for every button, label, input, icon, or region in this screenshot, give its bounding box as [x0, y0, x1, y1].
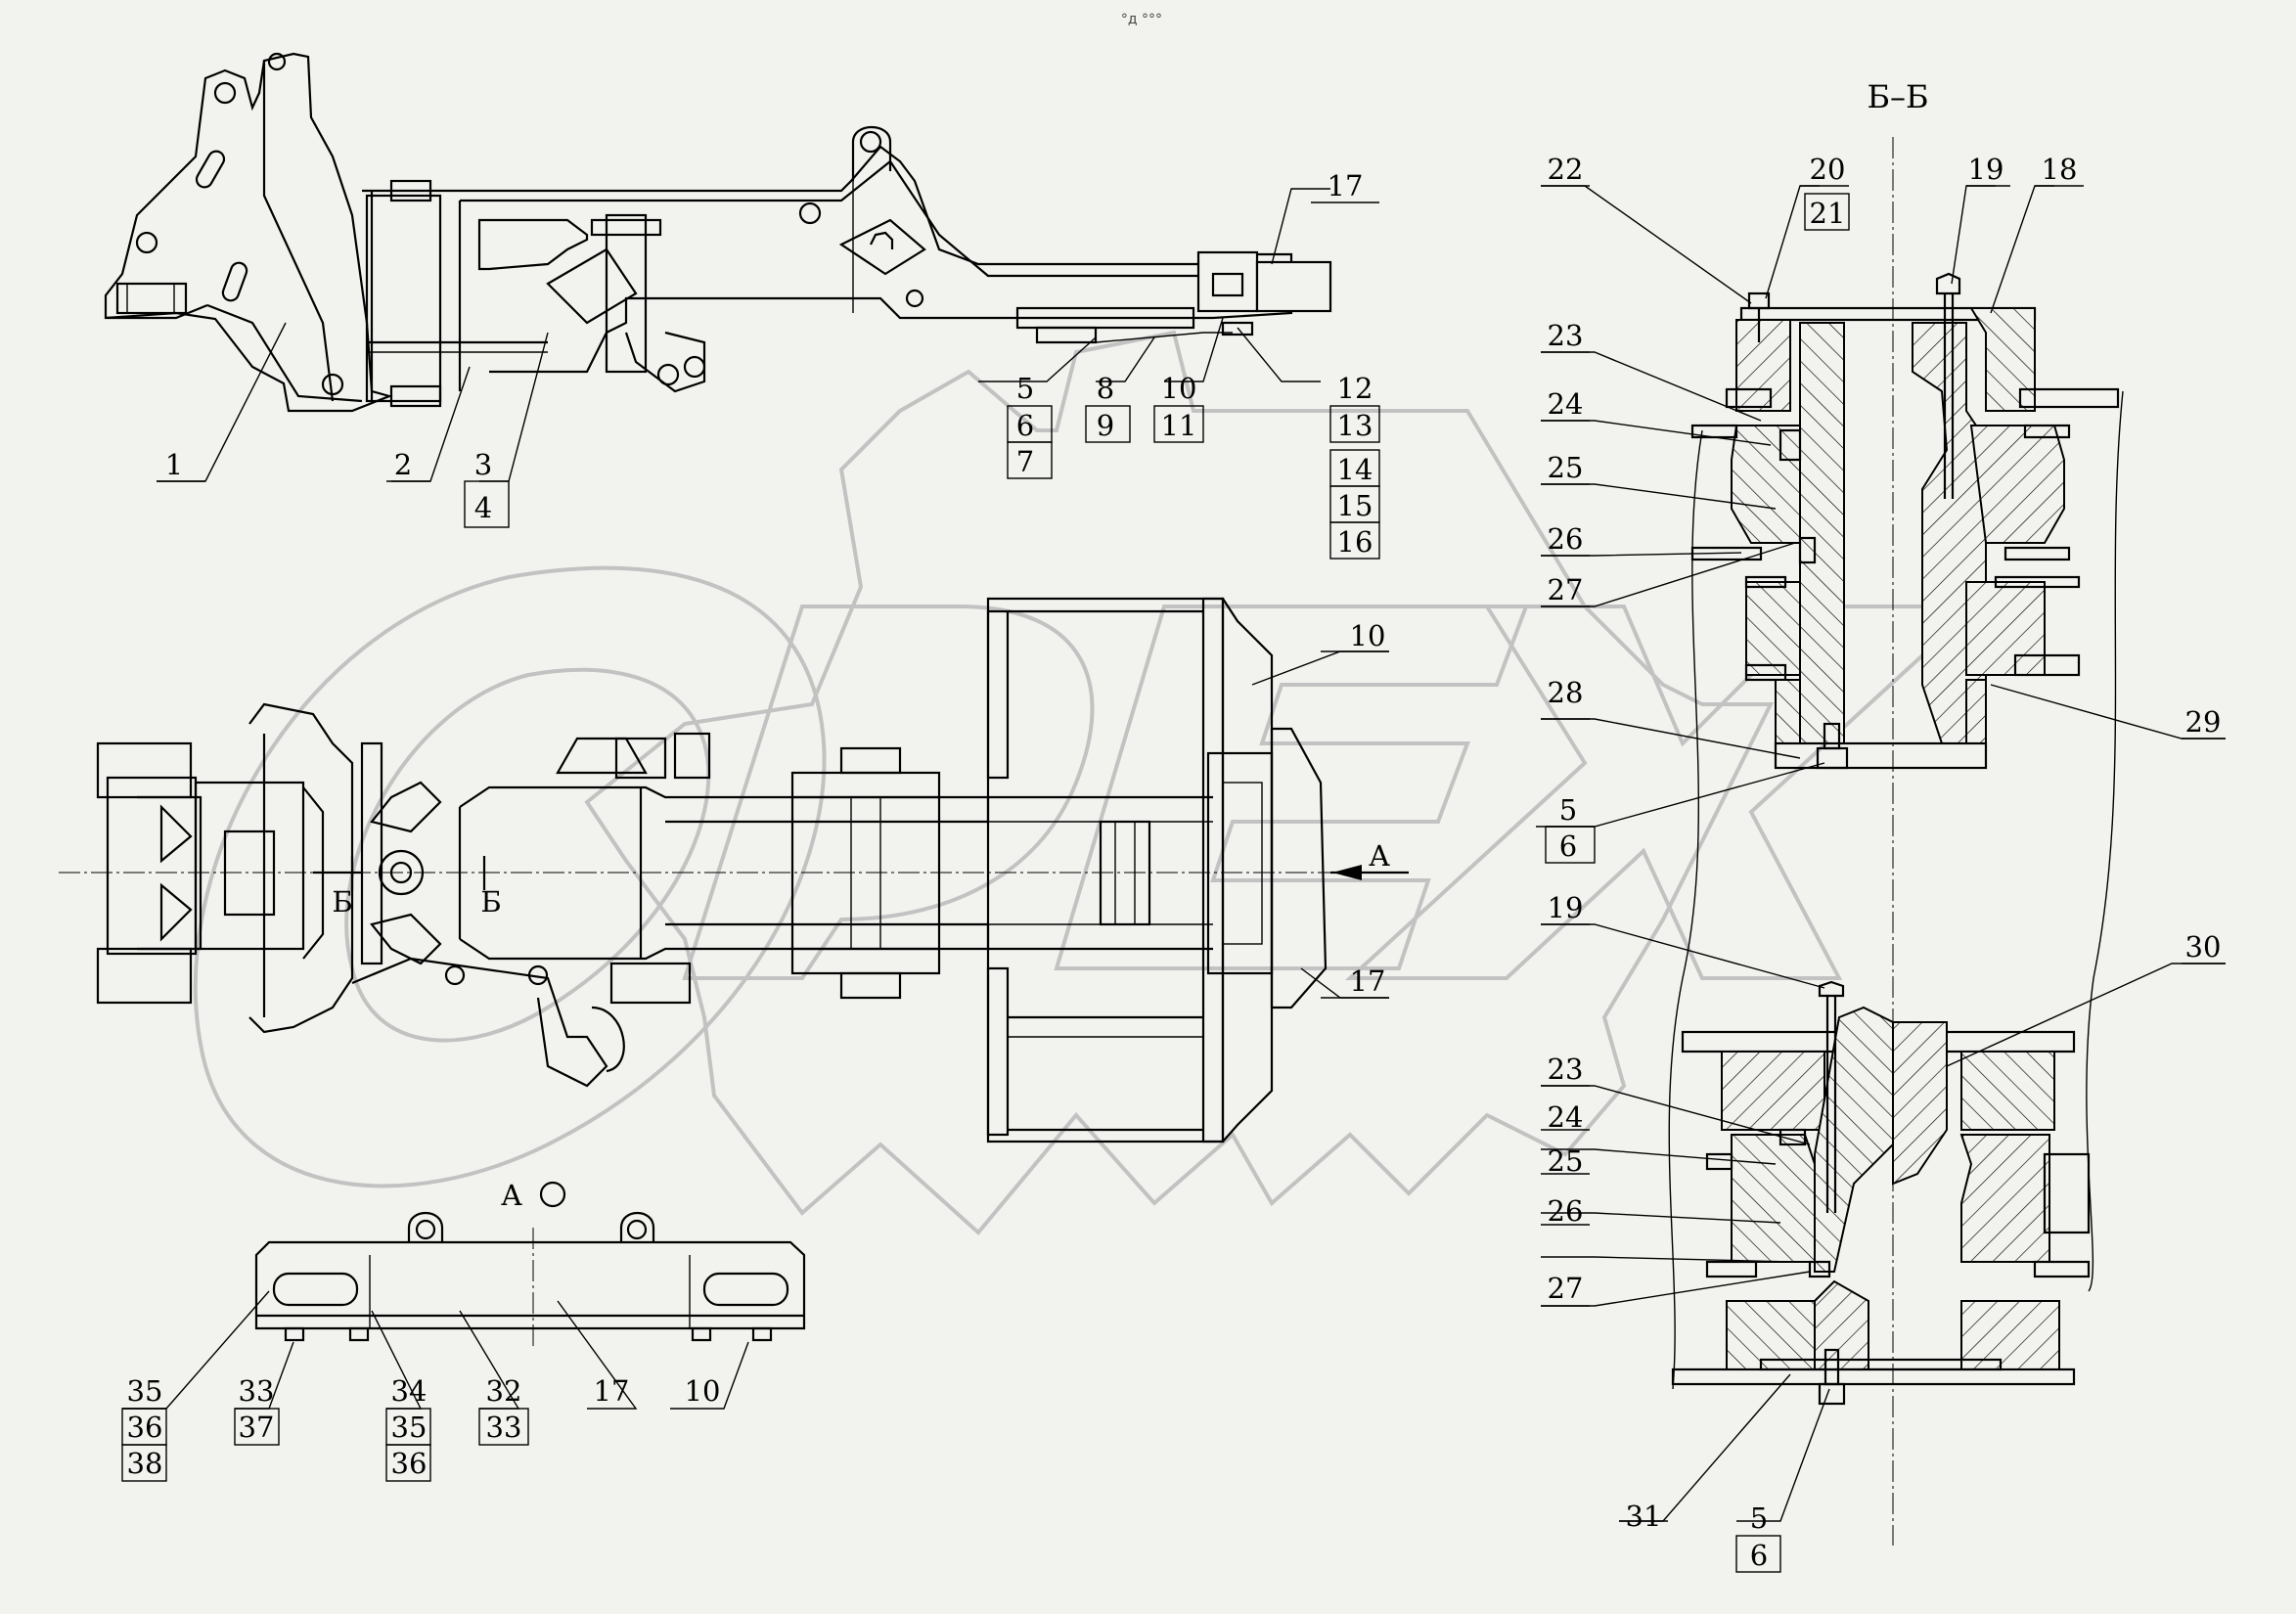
- sec-callout-23-bottom: 23: [1548, 1053, 1584, 1086]
- view-a-title: А: [501, 1179, 522, 1212]
- sec-callout-25-bottom: 25: [1548, 1144, 1584, 1178]
- sec-callout-31: 31: [1626, 1500, 1662, 1533]
- sec-callout-22: 22: [1548, 153, 1584, 186]
- plan-callout-10: 10: [1350, 619, 1386, 652]
- sec-callout-24-top: 24: [1548, 387, 1584, 421]
- sec-callout-26-top: 26: [1548, 522, 1584, 556]
- view-a-callout-10: 10: [685, 1374, 721, 1408]
- sec-callout-29: 29: [2185, 705, 2222, 739]
- sec-callout-27-bottom: 27: [1548, 1272, 1584, 1305]
- callout-15: 15: [1337, 489, 1373, 522]
- callout-1: 1: [165, 448, 183, 481]
- callout-16: 16: [1337, 525, 1373, 559]
- callout-2: 2: [394, 448, 412, 481]
- watermark: [193, 330, 1982, 1235]
- sec-callout-19-top: 19: [1968, 153, 2004, 186]
- section-callouts: 22 20 21 19 18 23 24 25 26 27 28 29 5 6 …: [1541, 153, 2226, 1573]
- sec-callout-25-top: 25: [1548, 451, 1584, 484]
- sec-callout-21: 21: [1810, 197, 1846, 230]
- sec-callout-6-bottom: 6: [1750, 1539, 1768, 1572]
- callout-12: 12: [1337, 372, 1373, 405]
- sec-callout-24-bottom: 24: [1548, 1100, 1584, 1134]
- view-a-callout-38: 38: [127, 1447, 163, 1480]
- sec-callout-23-top: 23: [1548, 319, 1584, 352]
- sec-callout-5-bottom: 5: [1750, 1502, 1768, 1535]
- callout-4: 4: [474, 491, 492, 524]
- sec-callout-30: 30: [2185, 930, 2222, 964]
- section-bb-title: Б–Б: [1867, 78, 1928, 115]
- side-view: [104, 52, 1332, 482]
- view-a-callout-33: 33: [239, 1374, 275, 1408]
- callout-5: 5: [1016, 372, 1034, 405]
- view-a-callout-17: 17: [594, 1374, 630, 1408]
- sec-callout-19-bottom: 19: [1548, 891, 1584, 924]
- sec-callout-27-top: 27: [1548, 573, 1584, 606]
- callout-3: 3: [474, 448, 492, 481]
- cut-mark-b2: Б: [480, 885, 501, 919]
- view-a-callout-33b: 33: [486, 1411, 522, 1444]
- view-a-callout-36b: 36: [391, 1447, 428, 1480]
- cut-mark-b1: Б: [332, 885, 352, 919]
- plan-callout-17: 17: [1350, 964, 1386, 998]
- sec-callout-20: 20: [1810, 153, 1846, 186]
- section-bb: Б–Б: [1536, 78, 2226, 1546]
- view-a-callout-32: 32: [486, 1374, 522, 1408]
- sec-callout-5-top: 5: [1559, 793, 1577, 827]
- side-view-callouts: 17 1 2 3 4 5 6 7 8 9 10 11 12 13 14 15 1…: [157, 169, 1380, 560]
- callout-7: 7: [1016, 445, 1034, 478]
- sec-callout-6-top: 6: [1559, 829, 1577, 863]
- callout-11: 11: [1161, 409, 1197, 442]
- view-a-callout-34: 34: [391, 1374, 428, 1408]
- top-mark: °д °°°: [1121, 12, 1162, 27]
- plan-view: Б Б: [59, 597, 1409, 1143]
- callout-6: 6: [1016, 409, 1034, 442]
- callout-8: 8: [1097, 372, 1114, 405]
- sec-callout-28: 28: [1548, 676, 1584, 709]
- callout-13: 13: [1337, 409, 1373, 442]
- view-a-callout-37: 37: [239, 1411, 275, 1444]
- callout-10: 10: [1161, 372, 1197, 405]
- view-a: А 35 36 38 33 37 34 35: [121, 1179, 806, 1482]
- view-a-callout-35: 35: [127, 1374, 163, 1408]
- arrow-a-label: А: [1369, 839, 1390, 873]
- sec-callout-18: 18: [2042, 153, 2078, 186]
- view-a-callout-36: 36: [127, 1411, 163, 1444]
- sec-callout-26-bottom: 26: [1548, 1194, 1584, 1228]
- callout-17: 17: [1328, 169, 1364, 202]
- callout-9: 9: [1097, 409, 1114, 442]
- callout-14: 14: [1337, 453, 1373, 486]
- view-a-callout-35b: 35: [391, 1411, 428, 1444]
